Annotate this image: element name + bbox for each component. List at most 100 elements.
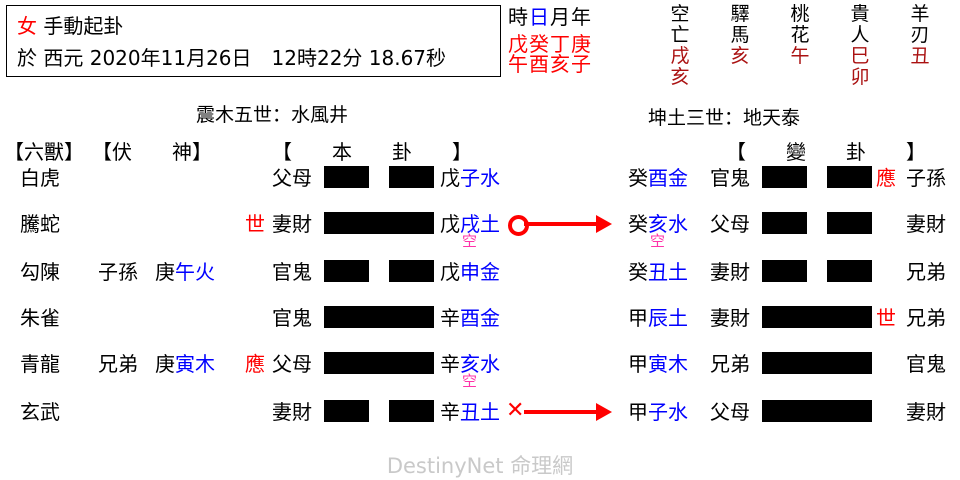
table-row: 玄武妻財辛丑土✕甲子水父母妻財 (0, 398, 960, 446)
shensha-name-1a: 空 (670, 3, 690, 25)
four-pillars: 時日月年 戊癸丁庚 午酉亥子 (508, 6, 638, 74)
relation-label-far: 官鬼 (906, 352, 946, 376)
yao-segment-left (762, 260, 807, 282)
ganzhi-left-stem: 戊 (440, 212, 460, 236)
pillar-header-year: 年 (571, 5, 592, 29)
shensha-value-1a: 戌 (670, 45, 690, 67)
ganzhi-left-stem: 辛 (440, 400, 460, 424)
ganzhi-left-branch: 申金 (460, 260, 500, 284)
relation-label-left: 父母 (272, 166, 312, 190)
shensha-value-4b: 卯 (850, 66, 870, 88)
six-beast-label: 騰蛇 (20, 212, 60, 236)
yao-segment-right (389, 260, 434, 282)
shensha-col-kongwang: 空 亡 戌 亥 (650, 4, 710, 88)
relation-label-right: 妻財 (710, 306, 750, 330)
shensha-name-4a: 貴 (850, 3, 870, 25)
shensha-name-5b: 刃 (910, 24, 930, 46)
header-liushou: 【六獸】 (4, 140, 84, 164)
ganzhi-left-stem: 戊 (440, 166, 460, 190)
yao-segment-left (324, 400, 369, 422)
ganzhi-left-stem: 辛 (440, 352, 460, 376)
relation-label-left: 妻財 (272, 212, 312, 236)
ganzhi-right-branch: 寅木 (648, 352, 688, 376)
yao-segment-left (762, 166, 807, 188)
watermark: DestinyNet 命理網 (386, 454, 574, 478)
ganzhi-right-stem: 癸 (628, 260, 648, 284)
ganzhi-left-stem: 辛 (440, 306, 460, 330)
ganzhi-left: 戊戌土 (440, 214, 500, 234)
calendar-label: 西元 (43, 46, 84, 70)
moving-yin-cross-icon: ✕ (506, 398, 525, 423)
yao-segment-right (827, 260, 872, 282)
relation-label-left: 父母 (272, 352, 312, 376)
relation-label-left: 官鬼 (272, 306, 312, 330)
method-label: 手動起卦 (43, 14, 124, 38)
ganzhi-left: 戊申金 (440, 262, 500, 282)
six-beast-label: 青龍 (20, 352, 60, 376)
ganzhi-right: 甲子水 (628, 402, 688, 422)
arrow-shaft (524, 410, 600, 414)
shensha-name-5a: 羊 (910, 3, 930, 25)
hidden-spirit-stem: 庚 (155, 352, 175, 376)
ganzhi-right-branch: 酉金 (648, 166, 688, 190)
ganzhi-right-stem: 癸 (628, 212, 648, 236)
ganzhi-right-branch: 亥水 (648, 212, 688, 236)
six-beast-label: 朱雀 (20, 306, 60, 330)
header-ben-gua: 【 本 卦 】 (272, 140, 472, 164)
shensha-value-1b: 亥 (670, 66, 690, 88)
ganzhi-right: 癸丑土 (628, 262, 688, 282)
shensha-name-2a: 驛 (730, 3, 750, 25)
shensha-value-3a: 午 (790, 45, 810, 67)
hidden-spirit-relation: 子孫 (98, 260, 138, 284)
ganzhi-right: 癸亥水 (628, 214, 688, 234)
ganzhi-right: 甲辰土 (628, 308, 688, 328)
hidden-spirit-stem: 庚 (155, 260, 175, 284)
six-beast-label: 玄武 (20, 400, 60, 424)
pillar-headers: 時日月年 (508, 6, 638, 28)
gender-label: 女 (17, 14, 37, 38)
shi-ying-marker-right: 世 (876, 306, 896, 330)
query-line-datetime: 於 西元 2020年11月26日 12時22分 18.67秒 (17, 48, 446, 68)
yao-segment (762, 352, 872, 374)
arrow-shaft (524, 222, 600, 226)
six-beast-label: 白虎 (20, 166, 60, 190)
relation-label-left: 妻財 (272, 400, 312, 424)
ganzhi-left-branch: 戌土 (460, 212, 500, 236)
yao-segment (762, 306, 872, 328)
header-bian-gua: 【 變 卦 】 (726, 140, 926, 164)
ganzhi-left: 辛亥水 (440, 354, 500, 374)
shensha-col-yangren: 羊 刃 丑 (890, 4, 950, 88)
hidden-spirit-ganzhi: 庚寅木 (155, 354, 215, 374)
relation-label-right: 兄弟 (710, 352, 750, 376)
pillar-header-day: 日 (529, 5, 550, 29)
yao-segment (324, 306, 434, 328)
arrow-head-icon (596, 403, 612, 421)
ganzhi-left-branch: 子水 (460, 166, 500, 190)
change-arrow (508, 212, 618, 236)
relation-label-far: 兄弟 (906, 260, 946, 284)
relation-label-right: 父母 (710, 400, 750, 424)
shensha-name-3b: 花 (790, 24, 810, 46)
ganzhi-left-branch: 亥水 (460, 352, 500, 376)
changed-hexagram-name: 坤土三世：地天泰 (648, 107, 801, 129)
shensha-value-2a: 亥 (730, 45, 750, 67)
relation-label-right: 官鬼 (710, 166, 750, 190)
relation-label-far: 兄弟 (906, 306, 946, 330)
original-hexagram-name: 震木五世：水風井 (196, 104, 349, 126)
pillar-header-month: 月 (550, 5, 571, 29)
ganzhi-left: 辛酉金 (440, 308, 500, 328)
shensha-col-taohua: 桃 花 午 (770, 4, 830, 88)
ganzhi-right: 甲寅木 (628, 354, 688, 374)
ganzhi-right-stem: 甲 (628, 400, 648, 424)
ganzhi-right-branch: 丑土 (648, 260, 688, 284)
table-row: 朱雀 官鬼 辛酉金 甲辰土 妻財 世兄弟 (0, 306, 960, 352)
table-row: 勾陳子孫庚午火官鬼戊申金癸丑土妻財兄弟 (0, 260, 960, 306)
relation-label-left: 官鬼 (272, 260, 312, 284)
yao-segment (762, 400, 872, 422)
relation-label-right: 妻財 (710, 260, 750, 284)
shensha-value-4a: 巳 (850, 45, 870, 67)
header-fushen: 【伏 神】 (92, 140, 212, 164)
ganzhi-right: 癸酉金 (628, 168, 688, 188)
yao-segment-right (389, 400, 434, 422)
